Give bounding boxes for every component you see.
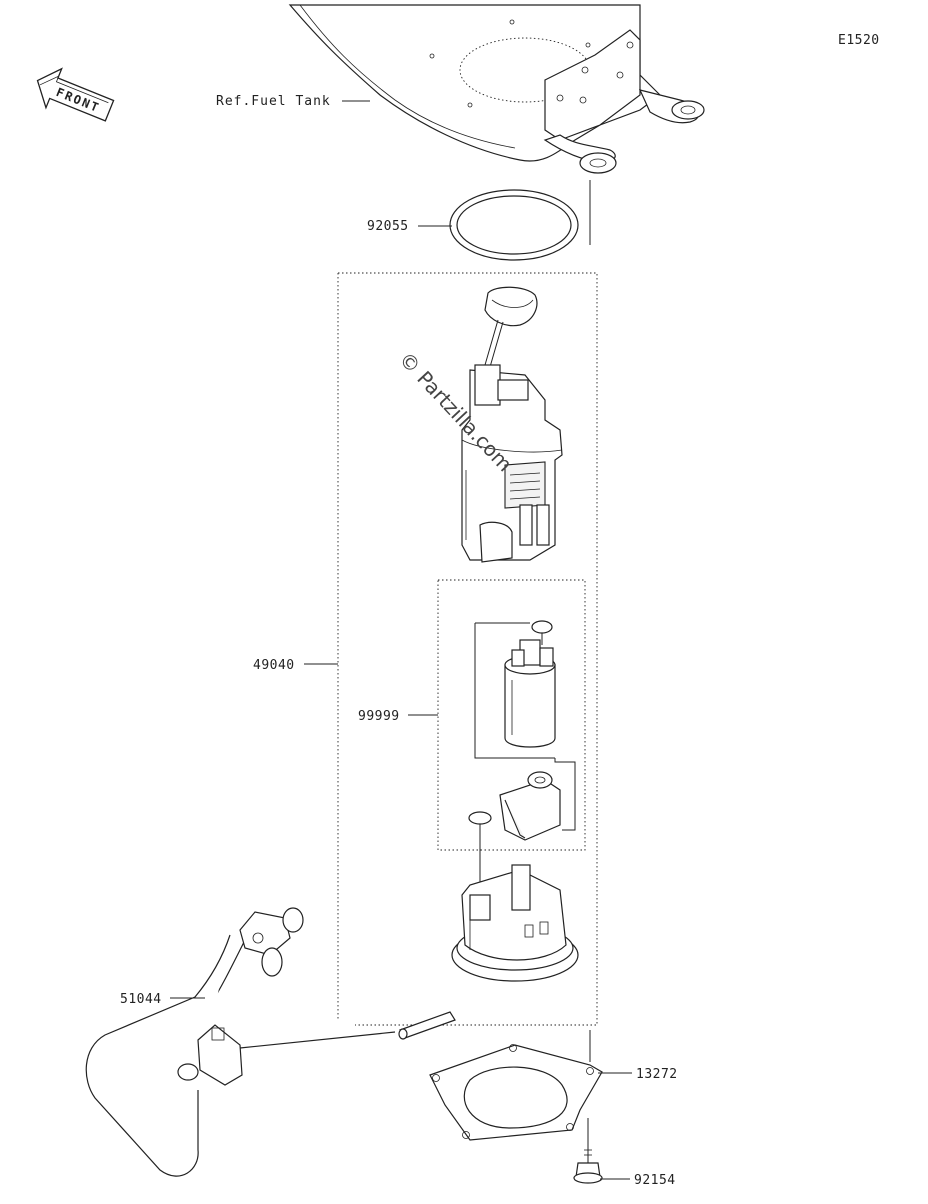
- hose-connector-upper: [239, 907, 304, 977]
- front-arrow-icon: FRONT: [36, 67, 115, 122]
- part-92154-bolt[interactable]: [573, 1118, 603, 1184]
- part-49040-fuel-pump-upper[interactable]: [461, 286, 563, 563]
- part-label-92154[interactable]: 92154: [634, 1173, 676, 1188]
- part-99999-o-ring-bottom[interactable]: [468, 811, 492, 825]
- part-label-13272[interactable]: 13272: [636, 1067, 678, 1082]
- part-label-51044[interactable]: 51044: [120, 992, 162, 1007]
- part-92055-gasket-ring[interactable]: [449, 189, 579, 261]
- part-99999-o-ring-top[interactable]: [531, 620, 553, 634]
- part-label-99999[interactable]: 99999: [358, 709, 400, 724]
- part-13272-plate[interactable]: [429, 1044, 603, 1141]
- part-99999-fuel-pump-motor[interactable]: [504, 639, 556, 748]
- part-label-49040[interactable]: 49040: [253, 658, 295, 673]
- hose-connector-lower: [177, 1024, 243, 1086]
- part-51044-fuel-hose[interactable]: [85, 907, 396, 1177]
- subassembly-boundary: [437, 579, 586, 851]
- part-label-92055[interactable]: 92055: [367, 219, 409, 234]
- part-49040-pump-base[interactable]: [451, 864, 579, 982]
- pump-outlet-nipple: [398, 1011, 456, 1040]
- assembly-boundary: [338, 272, 598, 1026]
- diagram-code: E1520: [838, 33, 880, 48]
- fuel-tank-reference: [288, 4, 705, 245]
- part-99999-pump-holder[interactable]: [499, 771, 561, 841]
- fuel-tank-reference-label: Ref.Fuel Tank: [216, 94, 331, 109]
